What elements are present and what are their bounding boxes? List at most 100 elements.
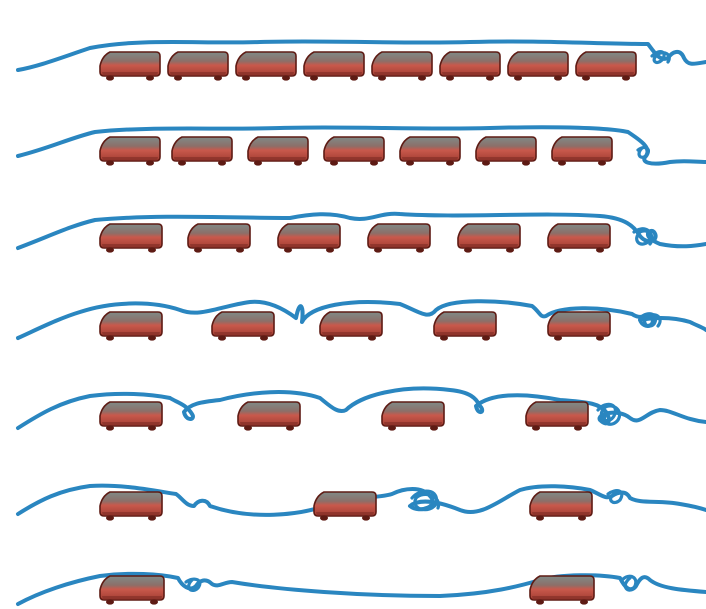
vehicle-row-1-7 [508, 52, 568, 81]
wheel [350, 75, 358, 80]
vehicle-underside [436, 332, 494, 336]
wheel [282, 75, 290, 80]
wheel [310, 75, 318, 80]
vehicle-row-2-3 [248, 137, 308, 166]
vehicle-underside [402, 157, 458, 161]
vehicle-underside [532, 512, 590, 516]
vehicle-underside [370, 244, 428, 248]
vehicle-row-1-2 [168, 52, 228, 81]
vehicle-row-1-4 [304, 52, 364, 81]
wheel [326, 247, 334, 252]
vehicle-row-3-1 [100, 224, 162, 253]
wheel [388, 425, 396, 430]
wheel [254, 160, 262, 165]
wheel [574, 425, 582, 430]
wheel [598, 160, 606, 165]
wheel [260, 335, 268, 340]
vehicle-underside [460, 244, 518, 248]
vehicle-underside [238, 72, 294, 76]
wheel [294, 160, 302, 165]
wheel [482, 160, 490, 165]
vehicle-row-6-2 [314, 492, 376, 521]
wheel [536, 599, 544, 604]
wheel [326, 335, 334, 340]
vehicle-underside [214, 332, 272, 336]
vehicle-underside [102, 596, 162, 600]
vehicle-row-3-5 [458, 224, 520, 253]
vehicle-underside [316, 512, 374, 516]
vehicle-underside [374, 72, 430, 76]
wheel [406, 160, 414, 165]
wheel [554, 75, 562, 80]
vehicle-underside [578, 72, 634, 76]
wheel [596, 335, 604, 340]
wheel [284, 247, 292, 252]
vehicle-row-6-1 [100, 492, 162, 521]
wheel [106, 247, 114, 252]
wheel [378, 75, 386, 80]
wheel [286, 425, 294, 430]
wheel [106, 75, 114, 80]
vehicle-row-2-2 [172, 137, 232, 166]
vehicle-underside [102, 157, 158, 161]
vehicle-row-2-1 [100, 137, 160, 166]
vehicle-underside [250, 157, 306, 161]
wheel [370, 160, 378, 165]
wheel [536, 515, 544, 520]
wheel [368, 335, 376, 340]
wheel [446, 75, 454, 80]
wheel [218, 160, 226, 165]
wheel [580, 599, 588, 604]
vehicle-row-3-4 [368, 224, 430, 253]
wheel [582, 75, 590, 80]
wheel [146, 160, 154, 165]
vehicle-underside [102, 72, 158, 76]
vehicle-underside [510, 72, 566, 76]
wheel [236, 247, 244, 252]
vehicle-row-4-4 [434, 312, 496, 341]
vehicle-underside [174, 157, 230, 161]
wheel [242, 75, 250, 80]
vehicle-row-6-3 [530, 492, 592, 521]
vehicle-underside [190, 244, 248, 248]
vehicle-row-2-4 [324, 137, 384, 166]
wheel [178, 160, 186, 165]
wheel [106, 160, 114, 165]
wheel [486, 75, 494, 80]
vehicle-underside [528, 422, 586, 426]
vehicle-row-1-6 [440, 52, 500, 81]
vehicle-underside [102, 422, 160, 426]
vehicle-row-4-2 [212, 312, 274, 341]
wheel [418, 75, 426, 80]
vehicle-row-3-3 [278, 224, 340, 253]
wheel [148, 515, 156, 520]
wheel [554, 247, 562, 252]
wheel [482, 335, 490, 340]
vehicle-row-7-2 [530, 576, 594, 605]
vehicle-row-5-3 [382, 402, 444, 431]
vehicle-row-5-2 [238, 402, 300, 431]
wheel [106, 599, 114, 604]
vehicle-row-3-6 [548, 224, 610, 253]
wheel [362, 515, 370, 520]
vehicle-row-2-6 [476, 137, 536, 166]
vehicle-row-4-3 [320, 312, 382, 341]
vehicle-underside [280, 244, 338, 248]
vehicle-row-1-8 [576, 52, 636, 81]
vehicle-underside [550, 244, 608, 248]
wheel [558, 160, 566, 165]
wheel [218, 335, 226, 340]
vehicle-underside [306, 72, 362, 76]
wheel [464, 247, 472, 252]
vehicle-underside [102, 512, 160, 516]
vehicle-row-2-7 [552, 137, 612, 166]
wheel [532, 425, 540, 430]
wheel [214, 75, 222, 80]
vehicle-row-1-1 [100, 52, 160, 81]
wheel [174, 75, 182, 80]
wheel [374, 247, 382, 252]
wheel [320, 515, 328, 520]
vehicle-row-1-5 [372, 52, 432, 81]
